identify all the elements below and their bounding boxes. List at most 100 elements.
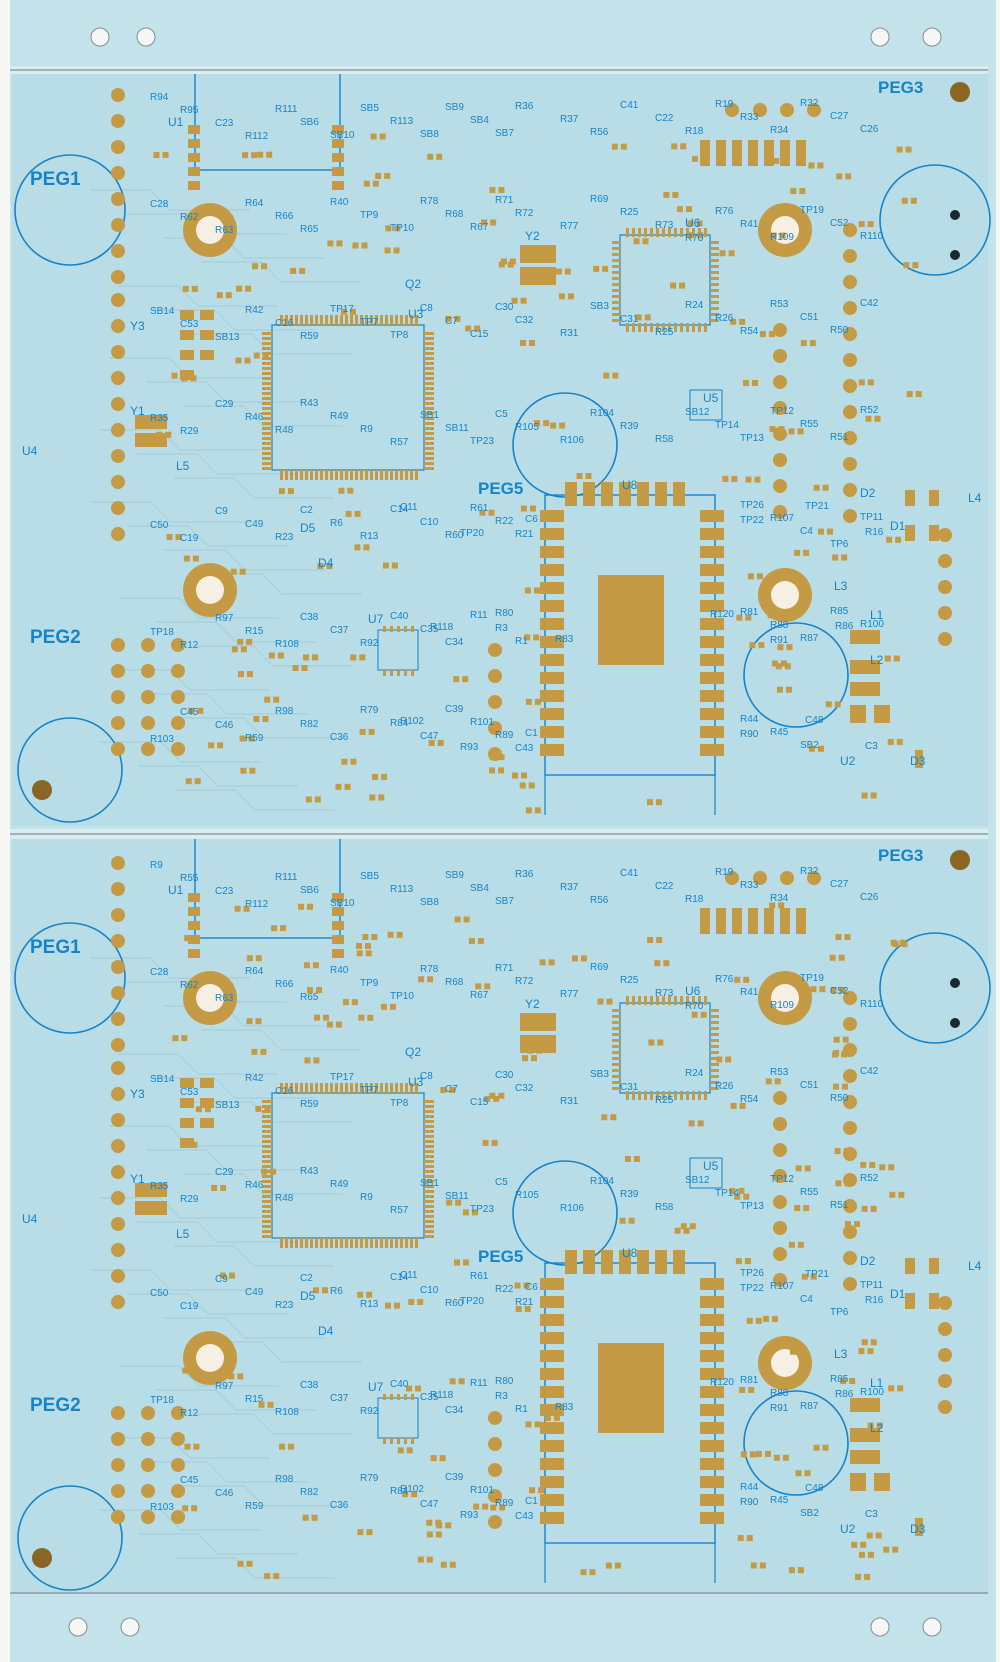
pad: [262, 1175, 272, 1178]
header-pin: [141, 1432, 155, 1446]
pad: [290, 315, 293, 325]
smd-pad: [769, 426, 776, 433]
pad: [424, 392, 434, 395]
refdes-label: R48: [275, 1193, 294, 1204]
refdes-label: SB9: [445, 102, 464, 113]
smd-pad: [322, 1287, 329, 1294]
smd-pad: [488, 509, 495, 516]
component-label-l4: L4: [968, 1259, 982, 1273]
smd-pad: [525, 698, 532, 705]
refdes-label: C14: [390, 1272, 409, 1283]
header-pin: [488, 1515, 502, 1529]
refdes-label: C3: [865, 741, 878, 752]
smd-pad: [491, 1139, 498, 1146]
pad: [874, 1473, 890, 1491]
pad: [404, 670, 407, 676]
smd-pad: [384, 172, 391, 179]
smd-pad: [251, 152, 258, 159]
pad: [385, 315, 388, 325]
pad: [424, 362, 434, 365]
pad: [612, 1069, 621, 1072]
pad: [262, 432, 272, 435]
smd-pad: [789, 1348, 796, 1355]
header-pin: [141, 1458, 155, 1472]
smd-pad: [475, 983, 482, 990]
pad: [262, 1135, 272, 1138]
smd-pad: [817, 162, 824, 169]
refdes-label: R23: [275, 532, 294, 543]
header-pin: [111, 1406, 125, 1420]
trace: [156, 621, 316, 643]
pad: [411, 1438, 414, 1444]
smd-pad: [794, 1205, 801, 1212]
refdes-label: R81: [740, 1375, 759, 1386]
refdes-label: SB14: [150, 306, 175, 317]
refdes-label: C23: [215, 886, 234, 897]
pad: [540, 1278, 564, 1290]
pad: [424, 417, 434, 420]
refdes-label: C6: [525, 1282, 538, 1293]
pad: [583, 482, 595, 506]
smd-pad: [883, 1546, 890, 1553]
pad: [668, 228, 671, 237]
refdes-label: R33: [740, 112, 759, 123]
pad: [612, 277, 621, 280]
refdes-label: R102: [400, 716, 424, 727]
pad: [262, 467, 272, 470]
smd-pad: [364, 943, 371, 950]
header-pin: [773, 1169, 787, 1183]
refdes-label: R34: [770, 125, 789, 136]
smd-pad: [729, 1187, 736, 1194]
smd-pad: [597, 998, 604, 1005]
component-label-l5: L5: [176, 1227, 190, 1241]
smd-pad: [835, 934, 842, 941]
mounting-hole: [196, 1344, 224, 1372]
smd-pad: [357, 1291, 364, 1298]
smd-pad: [225, 292, 232, 299]
header-pin: [171, 1484, 185, 1498]
trace: [165, 549, 325, 571]
smd-pad: [813, 484, 820, 491]
pad: [700, 654, 724, 666]
pad: [135, 1201, 167, 1215]
smd-pad: [778, 426, 785, 433]
refdes-label: R104: [590, 1176, 614, 1187]
smd-pad: [893, 655, 900, 662]
smd-pad: [770, 232, 777, 239]
pad: [700, 908, 710, 934]
pad: [424, 407, 434, 410]
trace: [119, 1365, 279, 1387]
pad: [262, 422, 272, 425]
header-pin: [843, 1017, 857, 1031]
pad: [619, 1250, 631, 1274]
smd-pad: [842, 1049, 849, 1056]
pad: [315, 315, 318, 325]
header-pin: [111, 192, 125, 206]
smd-pad: [835, 1180, 842, 1187]
pad: [262, 387, 272, 390]
pad: [200, 1078, 214, 1088]
smd-pad: [803, 549, 810, 556]
component-label-d5: D5: [300, 1289, 316, 1303]
smd-pad: [619, 1217, 626, 1224]
smd-pad: [193, 935, 200, 942]
refdes-label: C41: [620, 868, 639, 879]
smd-pad: [162, 151, 169, 158]
pad: [325, 1238, 328, 1248]
smd-pad: [440, 1086, 447, 1093]
smd-pad: [751, 379, 758, 386]
pad: [404, 626, 407, 632]
smd-pad: [477, 938, 484, 945]
refdes-label: R41: [740, 987, 759, 998]
pad: [262, 1115, 272, 1118]
smd-pad: [731, 475, 738, 482]
refdes-label: R49: [330, 1179, 349, 1190]
smd-pad: [417, 1298, 424, 1305]
pad: [700, 1440, 724, 1452]
smd-pad: [915, 391, 922, 398]
smd-pad: [237, 1560, 244, 1567]
refdes-label: R37: [560, 114, 579, 125]
pad: [710, 253, 719, 256]
refdes-label: TP26: [740, 500, 764, 511]
smd-pad: [336, 240, 343, 247]
